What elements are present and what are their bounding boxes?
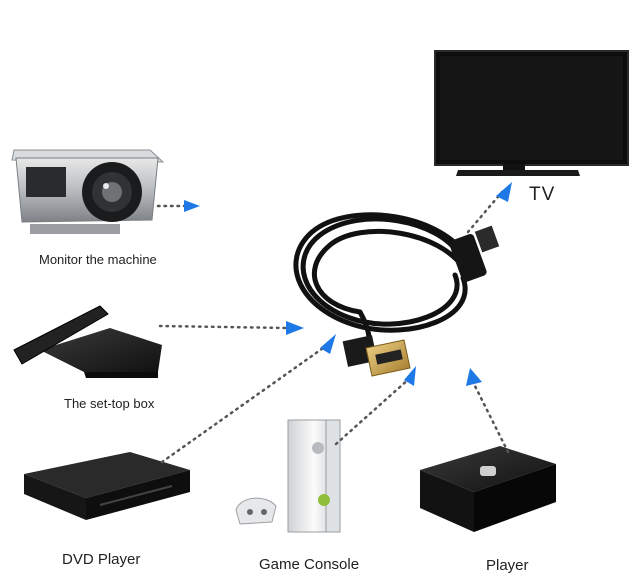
label-console: Game Console bbox=[259, 556, 360, 573]
hdmi-vga-cable-icon bbox=[293, 212, 473, 351]
hdmi-plug-icon bbox=[449, 225, 500, 282]
connector-settop bbox=[158, 324, 290, 330]
label-settop: The set-top box bbox=[64, 396, 155, 411]
connector-player bbox=[470, 378, 510, 454]
connector-tv bbox=[466, 190, 504, 234]
label-dvd: DVD Player bbox=[62, 551, 141, 568]
tv-icon bbox=[434, 50, 629, 176]
set-top-box-icon bbox=[13, 305, 162, 378]
arrow-tv-icon bbox=[496, 182, 512, 202]
security-camera-icon bbox=[11, 149, 165, 234]
game-console-icon bbox=[235, 419, 341, 533]
arrow-player-icon bbox=[466, 368, 482, 386]
vga-plug-icon bbox=[342, 335, 411, 377]
connector-console bbox=[334, 376, 412, 446]
arrowheads bbox=[184, 182, 512, 386]
arrow-settop-icon bbox=[286, 321, 304, 335]
arrow-camera-icon bbox=[184, 200, 200, 212]
arrow-console-icon bbox=[404, 366, 416, 386]
arrow-dvd-icon bbox=[320, 334, 336, 354]
media-player-icon bbox=[420, 446, 556, 532]
dvd-player-icon bbox=[24, 452, 190, 520]
connector-lines bbox=[156, 190, 510, 464]
label-player: Player bbox=[486, 557, 529, 574]
label-camera: Monitor the machine bbox=[39, 252, 157, 267]
label-tv: TV bbox=[529, 184, 556, 205]
connector-dvd bbox=[160, 344, 328, 464]
